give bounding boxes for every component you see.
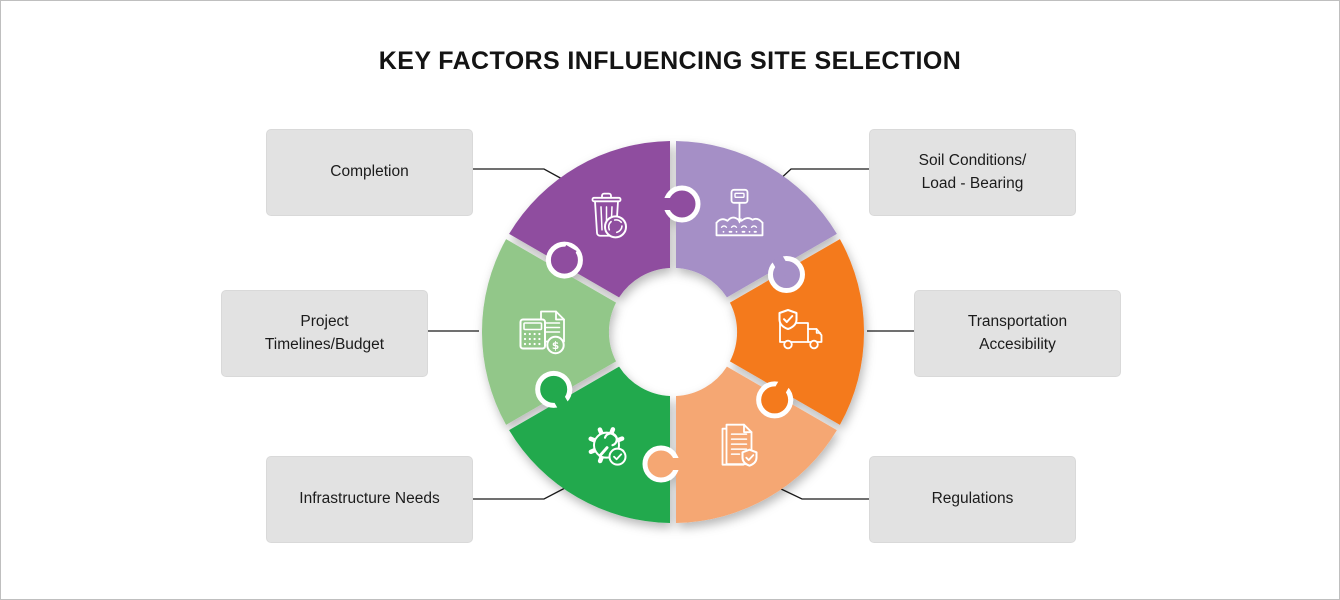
factor-label-completion: Completion [330,163,409,181]
connector-line-completion [473,168,565,181]
segment-icons: $ [519,188,823,467]
wheel-segment-infrastructure [509,366,670,523]
soil-test-icon [715,188,764,237]
connector-line-infrastructure [473,487,566,500]
connector-line-soil [776,168,869,183]
document-shield-icon [721,423,758,467]
puzzle-knob-neck [769,379,790,403]
factor-box-soil-conditions: Soil Conditions/ Load - Bearing [869,129,1076,216]
connector-line-regulations [778,487,869,500]
gear-wrench-icon [588,427,627,466]
factor-box-project-timelines: Project Timelines/Budget [221,290,428,377]
wheel-segment-regulations [676,366,837,523]
puzzle-knob-neck [559,244,577,264]
svg-text:$: $ [552,340,559,352]
factor-box-infrastructure: Infrastructure Needs [266,456,473,543]
puzzle-knob-neck [548,386,570,412]
connector-lines [428,168,914,500]
factor-label-infrastructure: Infrastructure Needs [299,490,440,508]
factor-box-regulations: Regulations [869,456,1076,543]
trash-recycle-icon [591,192,627,239]
factor-label-regulations: Regulations [931,490,1014,508]
factor-box-transportation: Transportation Accesibility [914,290,1121,377]
wheel-segment-completion [509,141,670,298]
factor-label-transportation: Transportation Accesibility [967,313,1068,353]
wheel-segment-transportation [729,239,865,425]
factor-label-soil-conditions: Soil Conditions/ Load - Bearing [918,152,1027,192]
puzzle-knob-neck [771,255,792,278]
factor-box-completion: Completion [266,129,473,216]
factor-label-project-timelines: Project Timelines/Budget [264,313,385,353]
page-title: KEY FACTORS INFLUENCING SITE SELECTION [378,47,962,75]
calculator-budget-icon: $ [519,310,565,355]
delivery-truck-icon [778,309,823,350]
